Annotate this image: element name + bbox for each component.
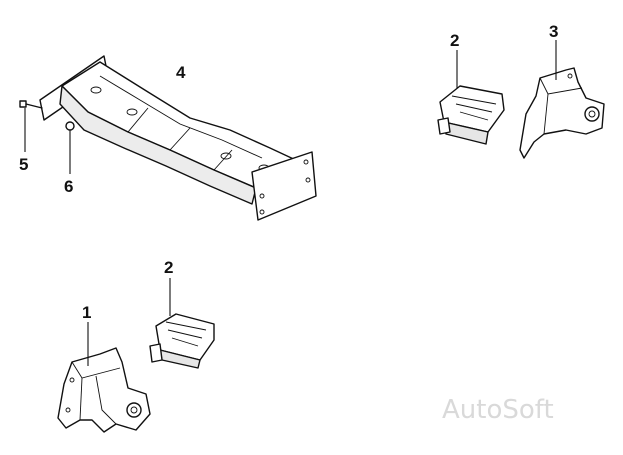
callout-2-upper: 2 xyxy=(450,31,459,50)
callout-5: 5 xyxy=(19,155,28,174)
callout-3: 3 xyxy=(549,22,558,41)
crossmember-part-4[interactable] xyxy=(39,55,317,221)
callout-6: 6 xyxy=(64,177,73,196)
watermark: AutoSoft xyxy=(442,395,554,425)
callout-4: 4 xyxy=(176,63,186,82)
bracket-part-3[interactable] xyxy=(519,40,605,159)
insulator-part-2-lower[interactable] xyxy=(149,278,215,369)
callout-1: 1 xyxy=(82,303,91,322)
nut-part-6[interactable] xyxy=(65,121,75,174)
bolt-part-5[interactable] xyxy=(19,100,43,152)
insulator-part-2-upper[interactable] xyxy=(437,50,505,145)
callout-2-lower: 2 xyxy=(164,258,173,277)
bracket-part-1[interactable] xyxy=(57,322,151,433)
